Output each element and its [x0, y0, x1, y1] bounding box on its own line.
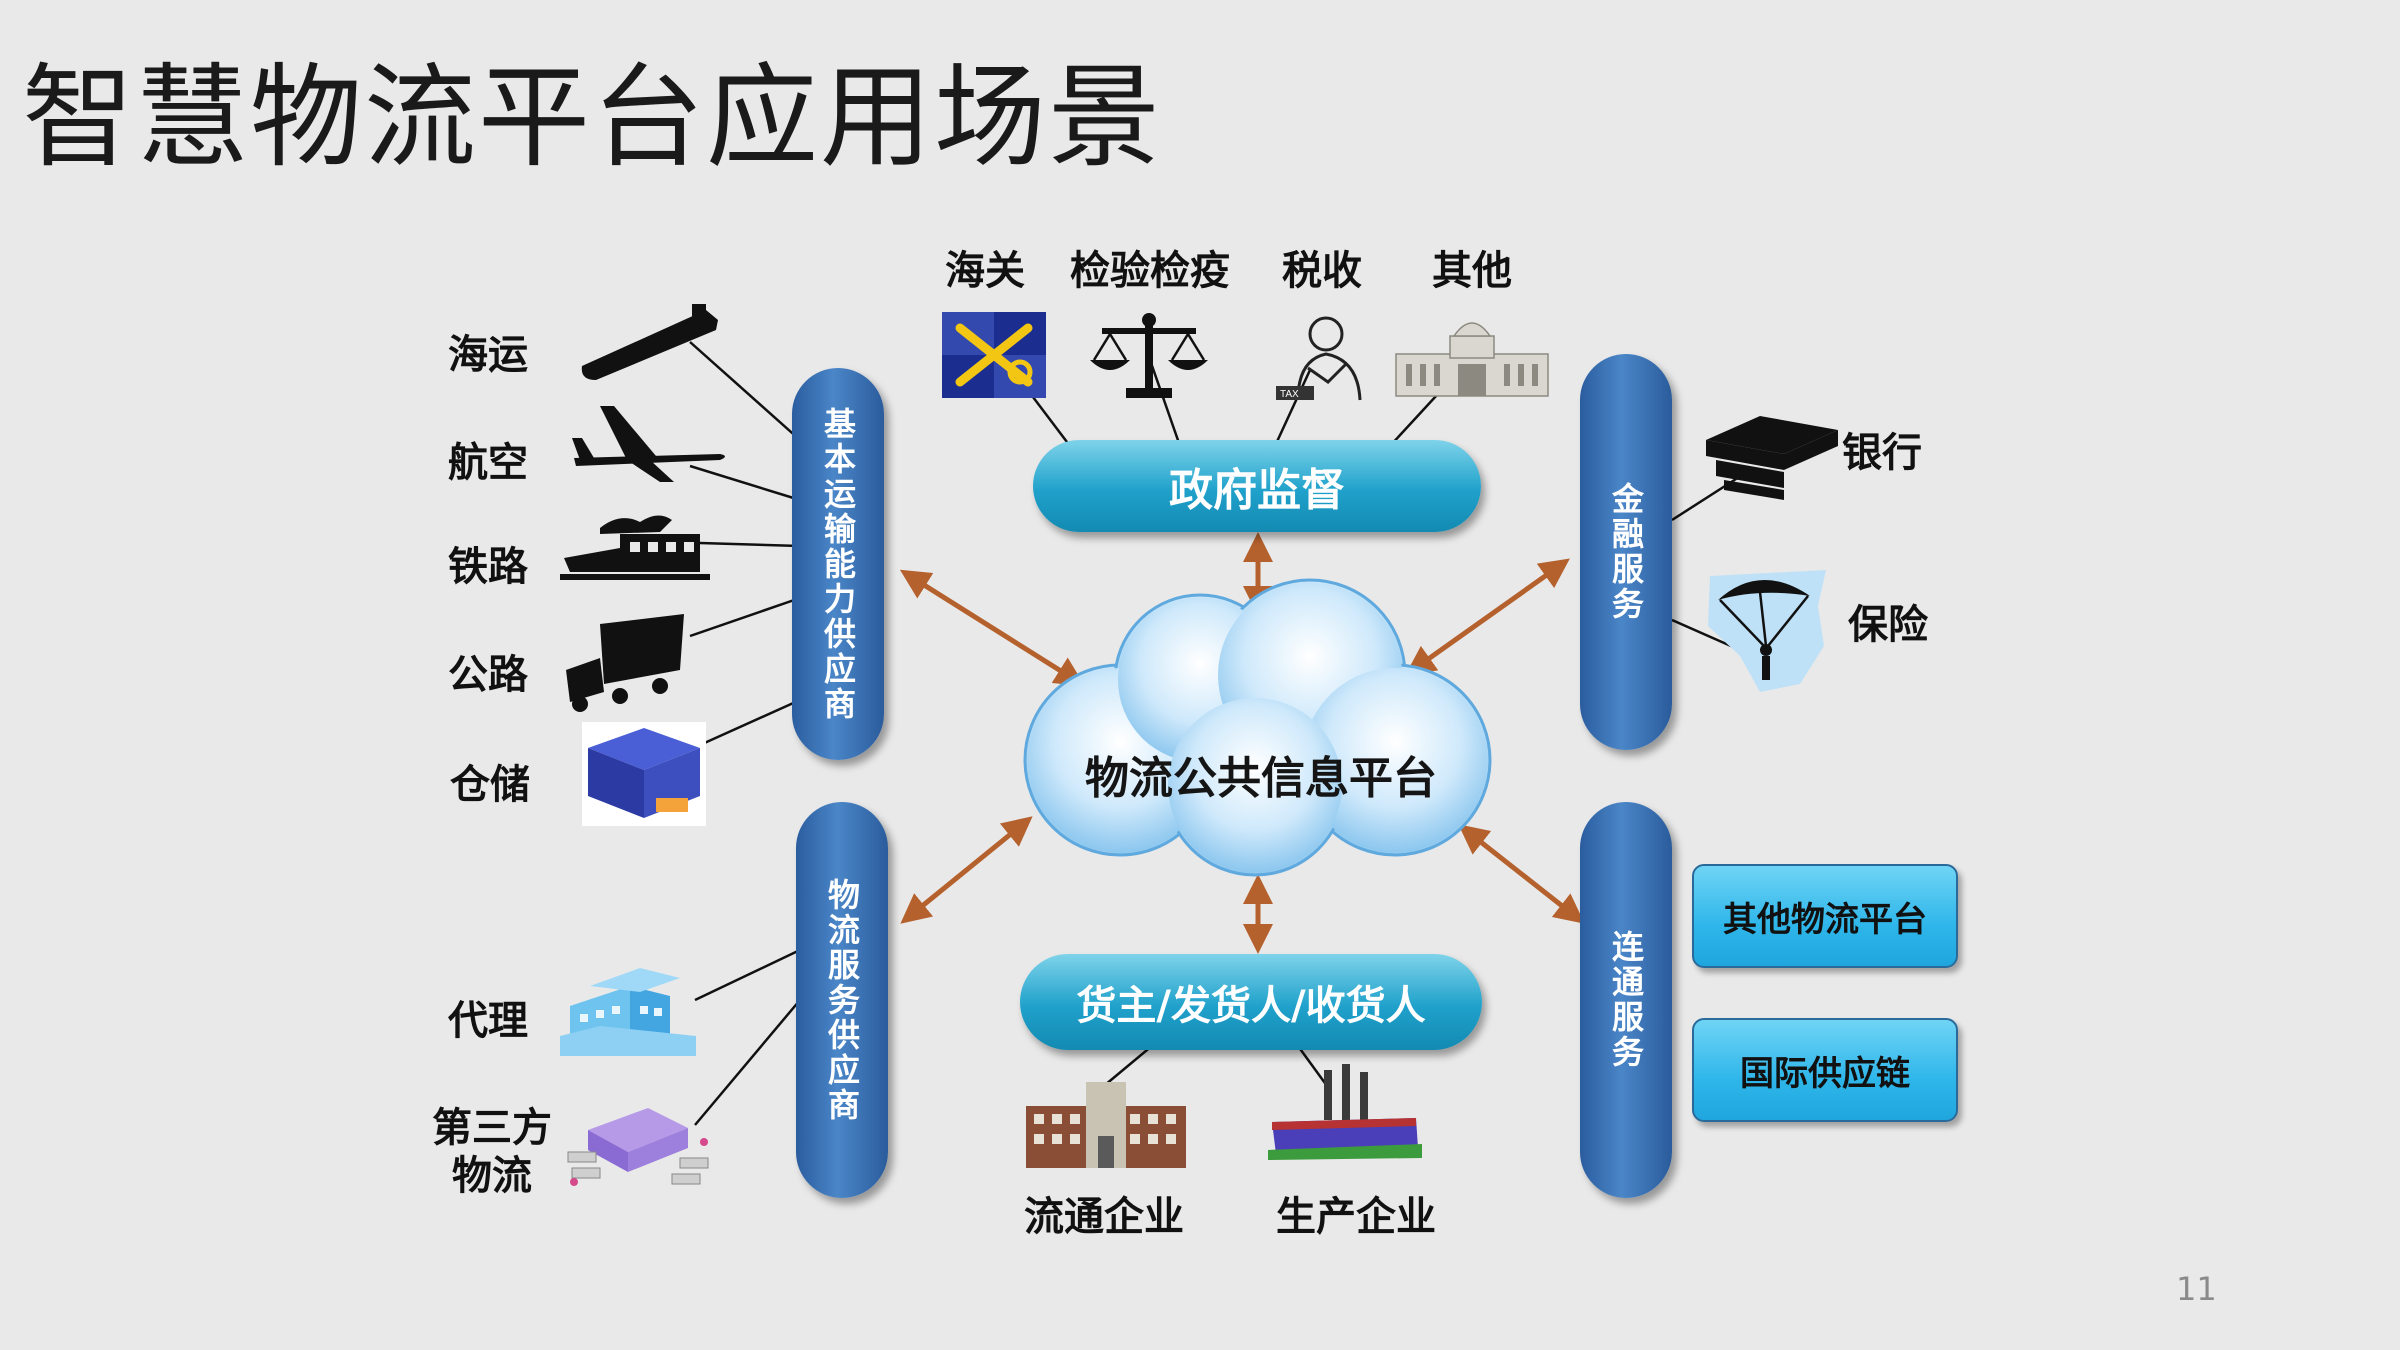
sea-label: 海运	[448, 332, 528, 378]
train-icon	[560, 515, 710, 580]
truck-icon	[566, 614, 684, 712]
logistics-provider-label: 物流服务供应商	[823, 877, 861, 1123]
government-pill: 政府监督	[1033, 440, 1481, 532]
page-title: 智慧物流平台应用场景	[22, 53, 1162, 183]
agent-label: 代理	[448, 998, 528, 1044]
scales-icon	[1090, 313, 1208, 398]
ship-icon	[581, 304, 718, 380]
shippers-pill: 货主/发货人/收货人	[1020, 954, 1482, 1050]
inspection-label: 检验检疫	[1070, 248, 1230, 294]
platform-label: 物流公共信息平台	[1085, 753, 1437, 804]
rail-label: 铁路	[448, 544, 528, 590]
government-building-icon	[1395, 322, 1549, 397]
third-party-label: 第三方 物流	[432, 1105, 552, 1199]
office-building-icon	[560, 968, 696, 1056]
transport-provider-pill: 基本运输能力供应商	[792, 368, 884, 760]
other-gov-label: 其他	[1432, 248, 1512, 294]
road-label: 公路	[448, 652, 528, 698]
page-number: 11	[2176, 1270, 2217, 1308]
intl-supply-chain-label: 国际供应链	[1740, 1053, 1910, 1094]
logistics-provider-pill: 物流服务供应商	[796, 802, 888, 1198]
logistics-hub-icon	[567, 1108, 709, 1186]
airplane-icon	[572, 406, 725, 482]
insurance-label: 保险	[1848, 602, 1928, 648]
cloud-shape	[1023, 578, 1492, 877]
manufacturing-company-label: 生产企业	[1276, 1194, 1436, 1240]
connectivity-label: 连通服务	[1607, 930, 1645, 1070]
money-stack-icon	[1706, 416, 1838, 500]
distribution-company-icon	[1026, 1082, 1186, 1168]
customs-label: 海关	[945, 248, 1025, 294]
air-label: 航空	[448, 440, 528, 486]
transport-provider-label: 基本运输能力供应商	[819, 406, 857, 722]
other-platform-box: 其他物流平台	[1692, 864, 1958, 968]
storage-label: 仓储	[450, 762, 530, 808]
tax-officer-icon: TAX	[1276, 316, 1362, 401]
distribution-company-label: 流通企业	[1024, 1194, 1184, 1240]
finance-pill: 金融服务	[1580, 354, 1672, 750]
parachute-insurance-icon	[1708, 570, 1826, 692]
finance-label: 金融服务	[1607, 482, 1645, 622]
tax-label: 税收	[1282, 248, 1362, 294]
connectivity-pill: 连通服务	[1580, 802, 1672, 1198]
shippers-label: 货主/发货人/收货人	[1076, 983, 1426, 1029]
government-label: 政府监督	[1169, 465, 1345, 516]
factory-icon	[1268, 1064, 1422, 1160]
bank-label: 银行	[1842, 430, 1922, 476]
warehouse-icon	[582, 722, 706, 826]
customs-emblem-icon	[942, 312, 1046, 398]
intl-supply-chain-box: 国际供应链	[1692, 1018, 1958, 1122]
svg-text:TAX: TAX	[1280, 389, 1299, 400]
other-platform-label: 其他物流平台	[1723, 899, 1927, 940]
